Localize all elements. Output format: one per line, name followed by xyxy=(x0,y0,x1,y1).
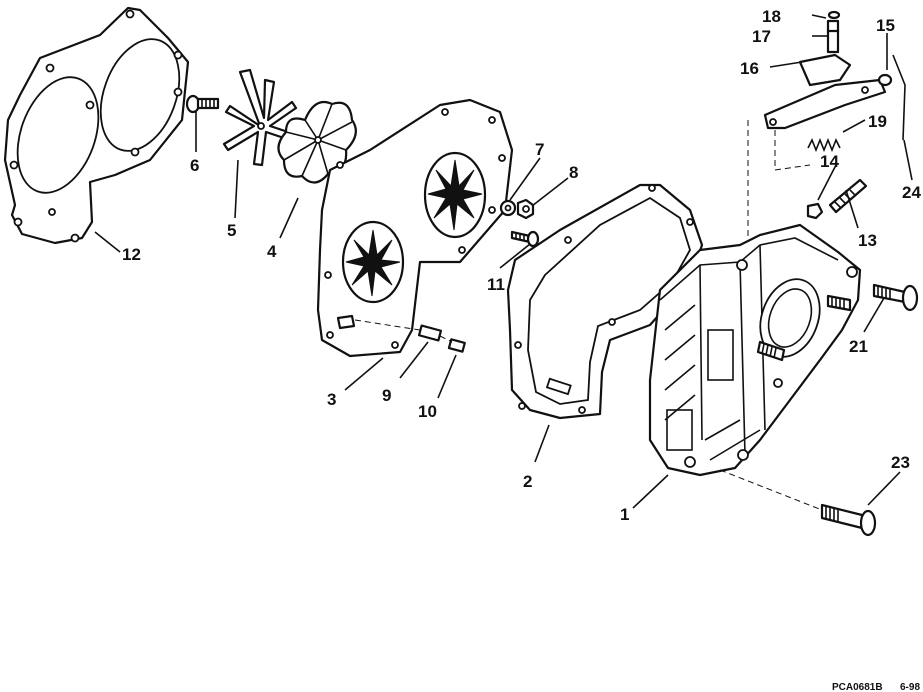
callout-17: 17 xyxy=(752,27,771,46)
callout-16: 16 xyxy=(740,59,759,78)
callout-2: 2 xyxy=(523,472,532,491)
callout-3: 3 xyxy=(327,390,336,409)
drawing-date: 6-98 xyxy=(900,682,920,692)
part-1-pump-body xyxy=(648,223,862,477)
callout-9: 9 xyxy=(382,386,391,405)
part-7-washer xyxy=(499,199,517,217)
part-4-petal xyxy=(277,100,357,184)
part-18-clip xyxy=(827,10,841,20)
callout-11: 11 xyxy=(487,275,505,294)
callout-5: 5 xyxy=(227,221,236,240)
callout-15: 15 xyxy=(876,16,895,35)
part-2-gasket xyxy=(506,183,704,420)
part-3-housing xyxy=(316,98,514,358)
callout-21: 21 xyxy=(849,337,868,356)
part-17-pin xyxy=(826,19,840,33)
part-10-fitting xyxy=(447,338,466,353)
part-8-nut xyxy=(516,198,535,220)
part-14-nut xyxy=(806,202,824,220)
callout-7: 7 xyxy=(535,140,544,159)
callout-1: 1 xyxy=(620,505,629,524)
callout-4: 4 xyxy=(267,242,277,261)
part-19-spring xyxy=(807,137,841,153)
drawing-code: PCA0681B xyxy=(832,682,883,692)
part-9-fitting xyxy=(417,324,443,342)
part-12-gasket xyxy=(3,6,190,245)
part-16-lever-bracket xyxy=(763,28,887,130)
leader-lines xyxy=(94,14,913,509)
callout-19: 19 xyxy=(868,112,887,131)
part-24-rod xyxy=(892,54,906,141)
callout-24: 24 xyxy=(902,183,921,202)
part-11-screw xyxy=(510,230,540,248)
callout-10: 10 xyxy=(418,402,437,421)
callout-23: 23 xyxy=(891,453,910,472)
callout-8: 8 xyxy=(569,163,578,182)
callout-12: 12 xyxy=(122,245,141,264)
callout-14: 14 xyxy=(820,152,839,171)
part-6-screw xyxy=(185,94,220,114)
callout-6: 6 xyxy=(190,156,199,175)
callout-13: 13 xyxy=(858,231,877,250)
part-15-cap xyxy=(877,73,893,87)
part-21-bolt xyxy=(872,283,919,312)
callout-18: 18 xyxy=(762,7,781,26)
part-23-bolt xyxy=(820,503,877,537)
